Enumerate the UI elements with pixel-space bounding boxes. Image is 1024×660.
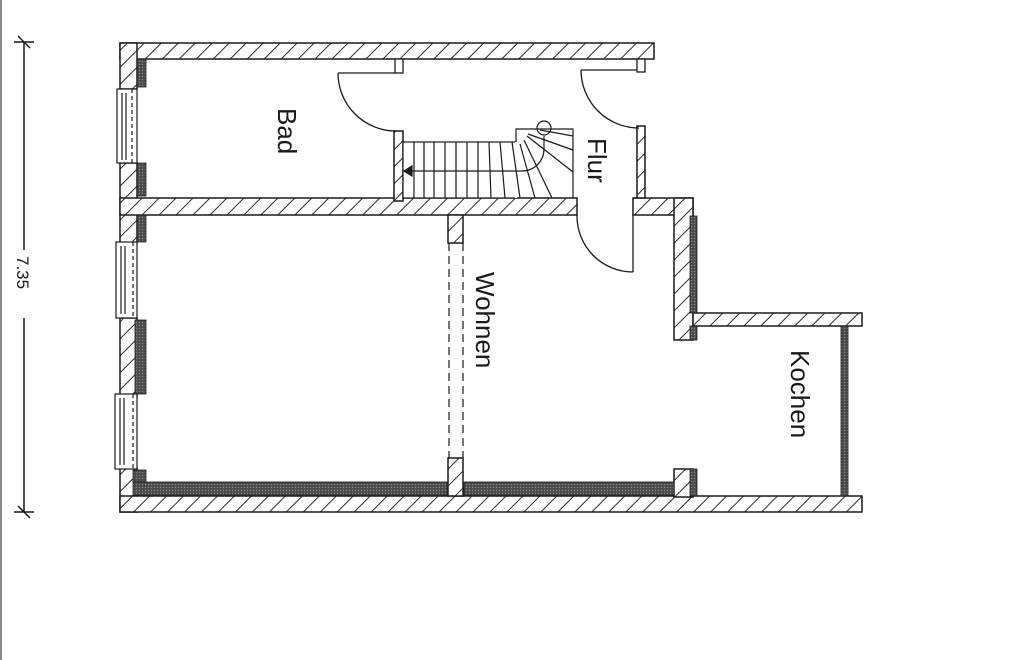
room-label-wohnen: Wohnen: [470, 272, 500, 368]
door-wohnen: [576, 214, 634, 273]
staircase: [402, 120, 574, 199]
room-label-kochen: Kochen: [785, 350, 815, 438]
room-label-bad: Bad: [272, 108, 302, 154]
scan-edge: [0, 0, 2, 660]
room-label-flur: Flur: [582, 138, 612, 183]
window-bad: [116, 88, 138, 164]
doors: [337, 58, 646, 273]
door-bad: [337, 58, 404, 132]
window-wohnen-2: [114, 393, 138, 470]
wall-opening: [448, 243, 464, 458]
dimension-label: 7.35: [13, 256, 32, 289]
dimension-line: 7.35: [13, 35, 34, 519]
door-entrance: [580, 58, 646, 129]
walls: [119, 42, 863, 513]
window-wohnen-1: [115, 241, 138, 319]
insulation: [132, 58, 849, 497]
windows: [114, 88, 138, 470]
